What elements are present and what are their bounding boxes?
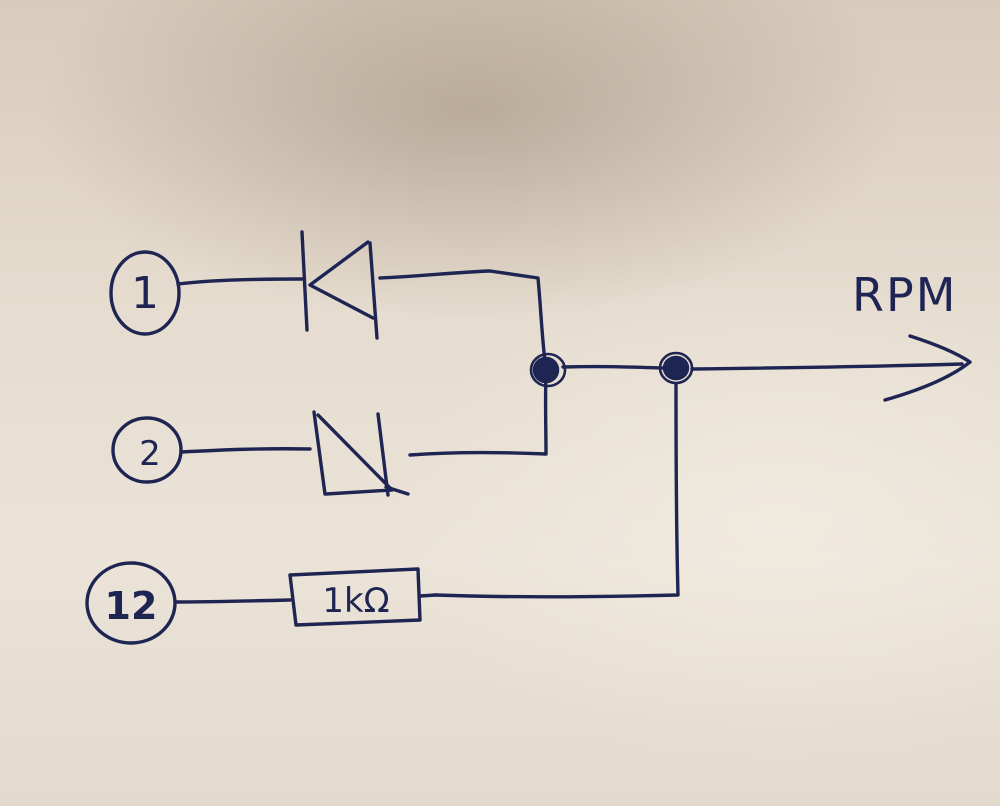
wire-resistor-right-stub: [418, 593, 438, 598]
junction-1-ring: [529, 352, 567, 388]
resistor: 1kΩ: [288, 567, 422, 627]
wire-diode2-junction1: [408, 370, 548, 457]
junction-2-dot: [662, 355, 690, 381]
terminal-2: 2: [111, 416, 183, 484]
diode-2-left: [312, 410, 327, 496]
diode-1-back: [368, 241, 379, 340]
diode-2: [312, 410, 410, 497]
wire-diode1-junction1: [378, 269, 548, 372]
diode-1-bar: [300, 230, 309, 332]
wire-output: [690, 362, 964, 371]
terminal-2-label: 2: [139, 434, 161, 474]
junction-1-dot: [532, 356, 560, 384]
diode-1-triangle: [308, 240, 375, 320]
output-arrow: [883, 334, 972, 402]
resistor-body: [288, 567, 422, 627]
wire-t12-resistor: [174, 598, 292, 604]
terminal-12: 12: [85, 561, 177, 645]
output-label: RPM: [852, 268, 957, 322]
terminal-1: 1: [109, 250, 181, 336]
terminal-1-circle: [109, 250, 181, 336]
diode-1: [300, 230, 379, 340]
wire-t1-diode1: [176, 277, 304, 286]
diode-2-bar: [376, 412, 390, 497]
junction-1: [529, 352, 567, 388]
wire-t2-diode2: [179, 447, 312, 454]
wire-junction1-junction2: [561, 364, 664, 370]
wire-junction2-resistor: [433, 382, 680, 599]
terminal-2-circle: [111, 416, 183, 484]
junction-2: [658, 351, 694, 385]
terminal-1-label: 1: [131, 268, 159, 319]
diode-2-tail: [384, 485, 410, 496]
terminal-12-label: 12: [105, 584, 158, 628]
resistor-label: 1kΩ: [322, 581, 389, 621]
